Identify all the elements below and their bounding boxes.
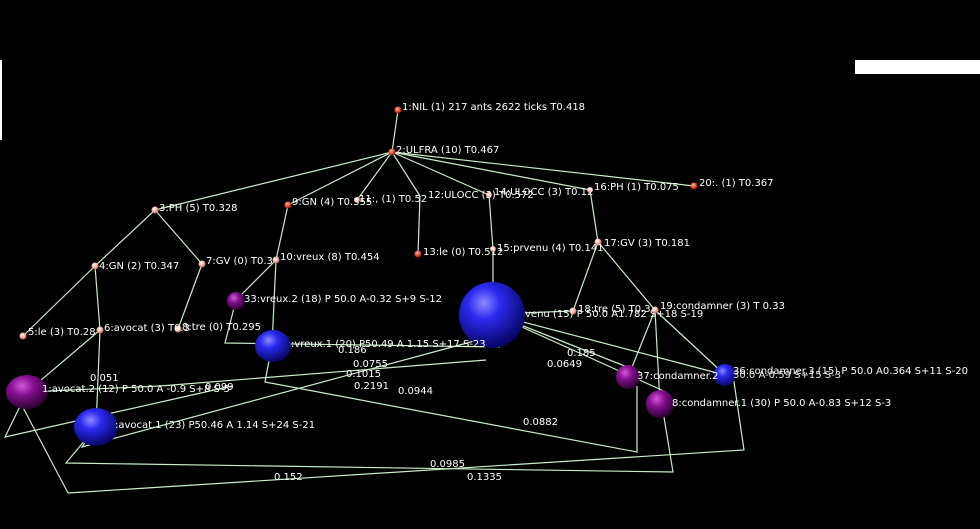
- node-13[interactable]: [414, 250, 422, 258]
- label-condamner-3: 36:condamner.3 (15) P 50.0 A0.364 S+11 S…: [733, 366, 968, 377]
- label-condamner-2: 37:condamner.2: [637, 371, 719, 382]
- label-prvenu: venu (15) P 50.0 A1.782 S+18 S-19: [525, 309, 703, 320]
- node-12[interactable]: [486, 192, 492, 198]
- label-avocat-2: 1:avocat.2 (12) P 50.0 A -0.9 S+8 S-5: [42, 384, 230, 395]
- label-avocat-1: :avocat.1 (23) P50.46 A 1.14 S+24 S-21: [115, 420, 315, 431]
- sphere-avocat-2[interactable]: [6, 375, 48, 409]
- edge-labels: 0.051 0.099 0.186 0.0755 0.1015 0.2191 0…: [90, 345, 596, 483]
- label-node-13: 13:le (0) T0.512: [423, 247, 503, 258]
- edge-label: 0.0944: [398, 386, 433, 397]
- label-node-6: 6:avocat (3) T0.3: [104, 323, 190, 334]
- node-5[interactable]: [19, 332, 27, 340]
- sphere-condamner-2[interactable]: [616, 365, 640, 389]
- node-labels: 1:NIL (1) 217 ants 2622 ticks T0.418 2:U…: [28, 102, 968, 431]
- label-node-11: 11:, (1) T0.52: [359, 194, 427, 205]
- node-10[interactable]: [272, 256, 280, 264]
- edge-label: 0.0882: [523, 417, 558, 428]
- sphere-condamner-1[interactable]: [646, 390, 674, 418]
- node-2[interactable]: [388, 148, 396, 156]
- label-vreux-1: :vreux.1 (20) P50.49 A 1.15 S+17 S-23: [291, 339, 486, 350]
- node-1[interactable]: [394, 106, 402, 114]
- label-node-15: 15:prvenu (4) T0.141: [497, 243, 604, 254]
- label-node-12: 12:ULOCC (3) T0.572: [428, 190, 534, 201]
- sphere-avocat-1[interactable]: [74, 408, 118, 446]
- label-condamner-1: 8:condamner.1 (30) P 50.0 A-0.83 S+12 S-…: [672, 398, 891, 409]
- edge-label: 0.051: [90, 373, 119, 384]
- edge-label: 0.152: [274, 472, 303, 483]
- label-node-19: 19:condamner (3) T 0.33: [660, 301, 785, 312]
- sphere-vreux-1[interactable]: [255, 330, 291, 362]
- node-9[interactable]: [284, 201, 292, 209]
- edge-label: 0.1335: [467, 472, 502, 483]
- top-right-bar: [855, 60, 980, 74]
- node-17[interactable]: [594, 238, 602, 246]
- edge-label: 0.0985: [430, 459, 465, 470]
- label-vreux-2: 33:vreux.2 (18) P 50.0 A-0.32 S+9 S-12: [244, 294, 442, 305]
- sphere-vreux-2[interactable]: [227, 292, 245, 310]
- node-15[interactable]: [490, 246, 496, 252]
- node-8[interactable]: [174, 325, 182, 333]
- label-node-7: 7:GV (0) T0.3: [206, 256, 273, 267]
- edge-label: 0.099: [205, 382, 234, 393]
- node-11[interactable]: [354, 197, 360, 203]
- label-node-8: 8:tre (0) T0.295: [182, 322, 261, 333]
- node-7[interactable]: [198, 260, 206, 268]
- label-node-3: 3:PH (5) T0.328: [159, 203, 238, 214]
- label-node-2: 2:ULFRA (10) T0.467: [396, 145, 499, 156]
- label-node-18: 18:tre (5) T0.3: [578, 304, 651, 315]
- label-node-14: 14:ULOCC (3) T0.12: [494, 187, 593, 198]
- edge-label: 0.2191: [354, 381, 389, 392]
- edge-label: 0.1015: [346, 369, 381, 380]
- node-18[interactable]: [569, 307, 577, 315]
- label-node-20: 20:. (1) T0.367: [699, 178, 774, 189]
- sphere-nodes: [6, 282, 736, 446]
- sphere-prvenu[interactable]: [459, 282, 525, 348]
- edge-label: 0.186: [338, 345, 367, 356]
- small-nodes: [19, 106, 698, 340]
- node-20[interactable]: [690, 182, 698, 190]
- node-3[interactable]: [151, 206, 159, 214]
- label-node-10: 10:vreux (8) T0.454: [280, 252, 380, 263]
- node-16[interactable]: [587, 187, 593, 193]
- node-19[interactable]: [651, 306, 659, 314]
- edge-label: 0.0649: [547, 359, 582, 370]
- label-node-1: 1:NIL (1) 217 ants 2622 ticks T0.418: [402, 102, 585, 113]
- edge-label: 0.185: [567, 348, 596, 359]
- label-node-16: 16:PH (1) T0.075: [594, 182, 679, 193]
- label-node-17: 17:GV (3) T0.181: [604, 238, 690, 249]
- label-node-5: 5:le (3) T0.28: [28, 327, 96, 338]
- sphere-condamner-3[interactable]: [714, 364, 736, 386]
- left-edge-bar: [0, 60, 2, 140]
- node-4[interactable]: [91, 262, 99, 270]
- label-node-4: 4:GN (2) T0.347: [99, 261, 179, 272]
- node-6[interactable]: [96, 326, 104, 334]
- edge-label: 0.0755: [353, 359, 388, 370]
- label-node-9: 9:GN (4) T0.355: [292, 197, 372, 208]
- label-condamner-3-extra: 30.0 A-0.59 S+15 S-3: [733, 370, 841, 381]
